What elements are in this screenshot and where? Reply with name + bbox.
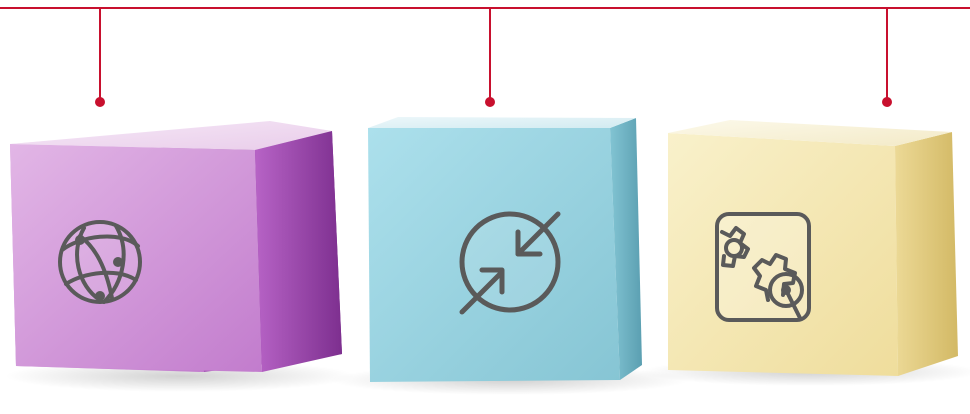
- yellow-cube-right-face: [895, 132, 958, 376]
- connector-dots: [95, 97, 892, 107]
- converge-arrows-icon: [462, 214, 558, 312]
- globe-network-icon: [60, 222, 140, 302]
- connector-lines: [0, 8, 970, 101]
- connector-dot-middle: [485, 97, 495, 107]
- connector-dot-left: [95, 97, 105, 107]
- blue-cube-top-face: [368, 117, 636, 128]
- purple-cube: [5, 121, 355, 392]
- connector-dot-right: [882, 97, 892, 107]
- blue-cube: [330, 117, 690, 395]
- purple-cube-right-face: [255, 131, 342, 372]
- yellow-cube: [640, 120, 970, 386]
- gears-window-icon: [717, 214, 809, 320]
